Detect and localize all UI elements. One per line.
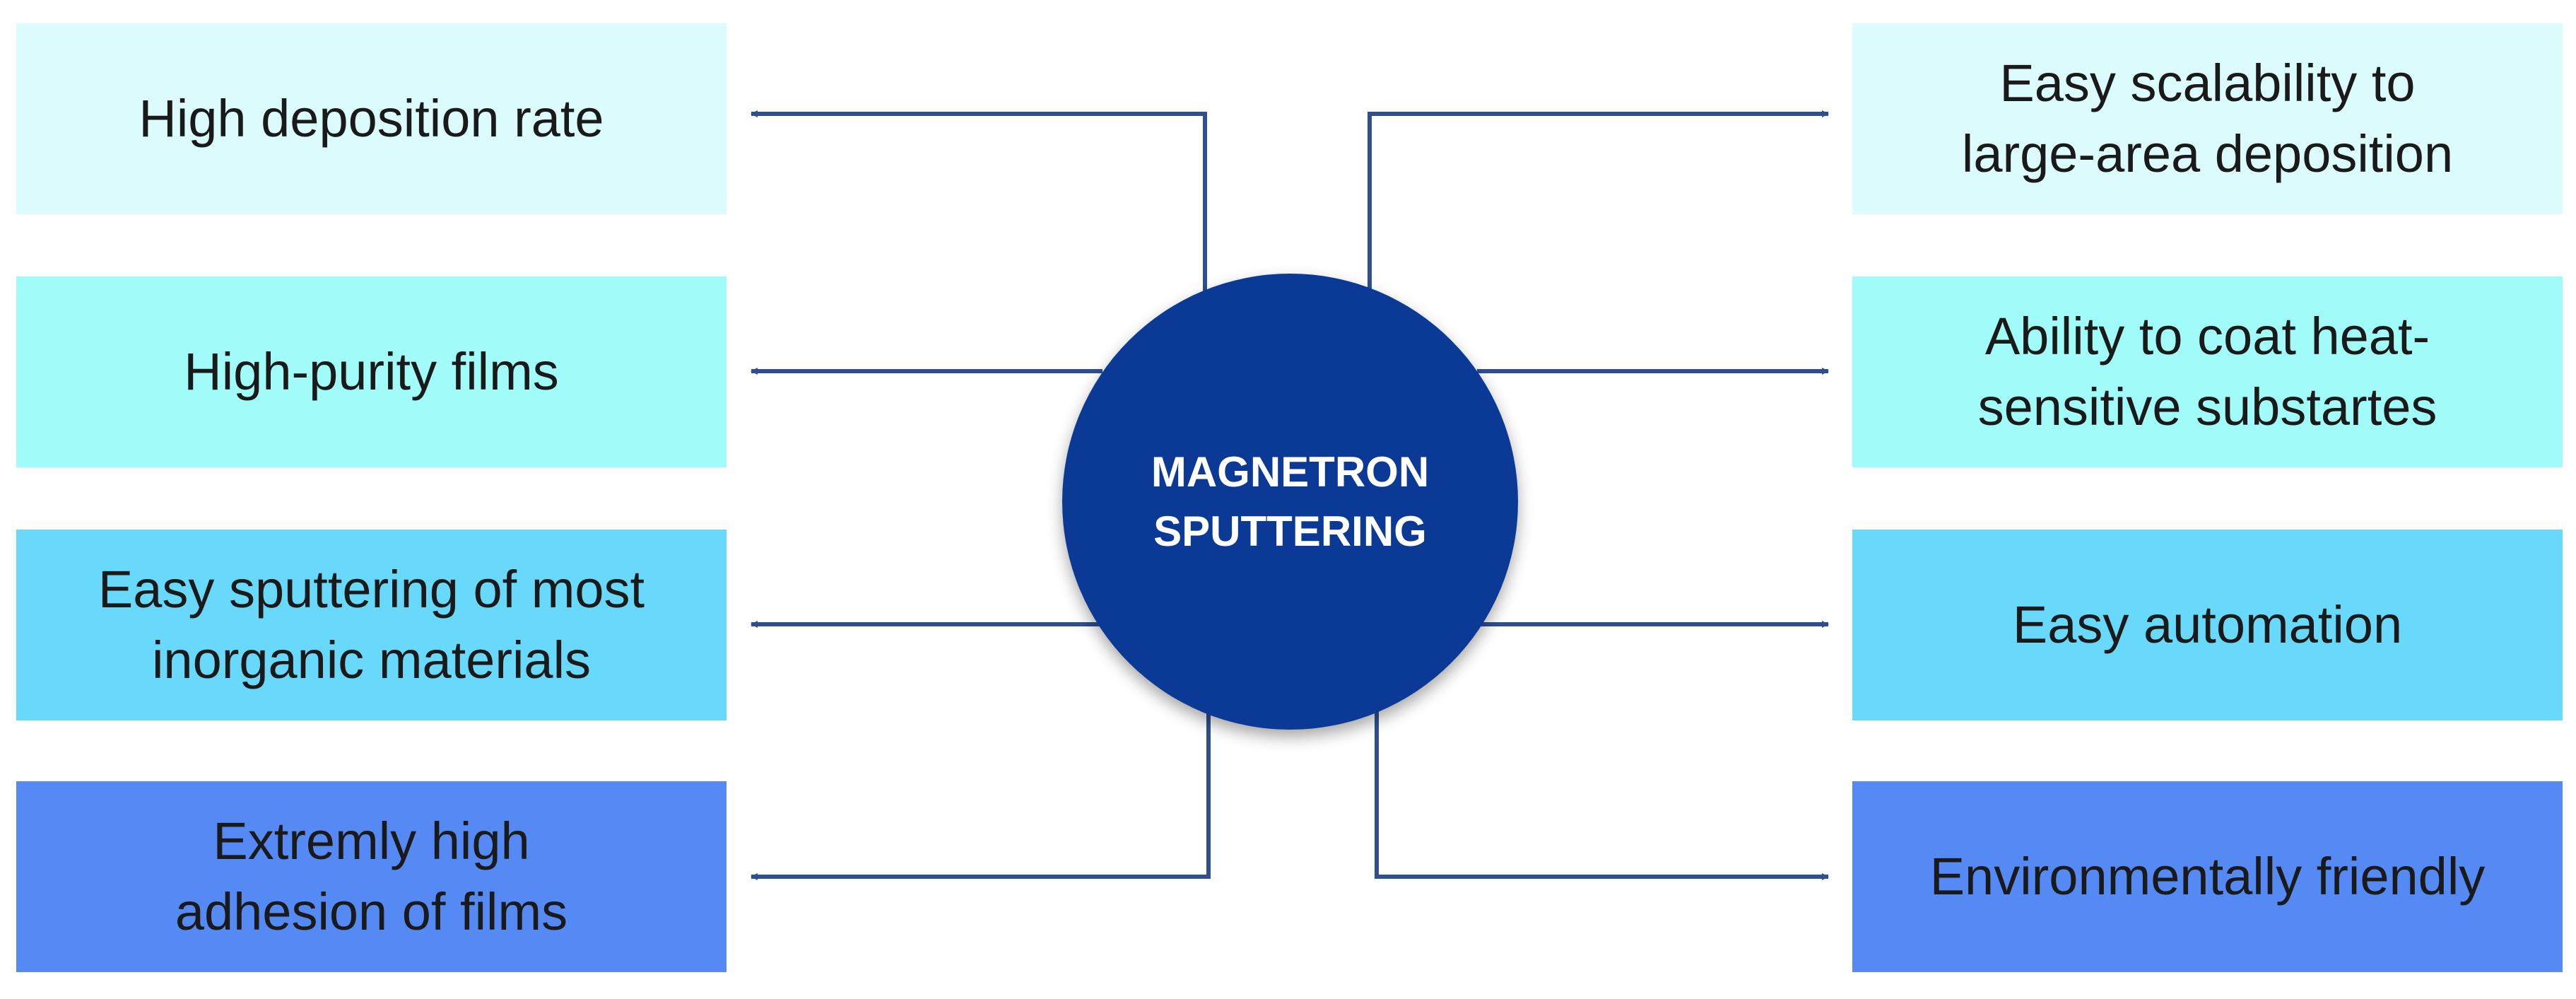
benefit-label: Easy sputtering of most inorganic materi… (98, 560, 645, 689)
benefit-label: Easy automation (2012, 595, 2403, 655)
benefit-box-left-3: Easy sputtering of most inorganic materi… (16, 530, 727, 720)
benefit-label: High deposition rate (139, 89, 604, 148)
benefit-box-left-1: High deposition rate (16, 23, 727, 214)
benefit-label: Ability to coat heat- sensitive substart… (1977, 307, 2437, 436)
benefit-label: Environmentally friendly (1929, 847, 2486, 906)
benefit-box-left-2: High-purity films (16, 276, 727, 467)
benefit-label: Extremly high adhesion of films (175, 812, 568, 941)
benefit-box-right-1: Easy scalability to large-area depositio… (1852, 23, 2563, 214)
connector-right-1 (1368, 110, 1829, 293)
benefit-box-right-3: Easy automation (1852, 530, 2563, 720)
benefit-box-left-4: Extremly high adhesion of films (16, 781, 727, 972)
hub-label: MAGNETRON SPUTTERING (1151, 448, 1430, 555)
central-hub: MAGNETRON SPUTTERING (1062, 274, 1518, 730)
benefit-label: High-purity films (184, 342, 559, 402)
benefit-label: Easy scalability to large-area depositio… (1961, 54, 2454, 183)
benefit-box-right-4: Environmentally friendly (1852, 781, 2563, 972)
connector-left-1 (751, 110, 1207, 293)
connector-left-4 (751, 711, 1211, 880)
connector-right-4 (1375, 711, 1829, 880)
benefit-box-right-2: Ability to coat heat- sensitive substart… (1852, 276, 2563, 467)
